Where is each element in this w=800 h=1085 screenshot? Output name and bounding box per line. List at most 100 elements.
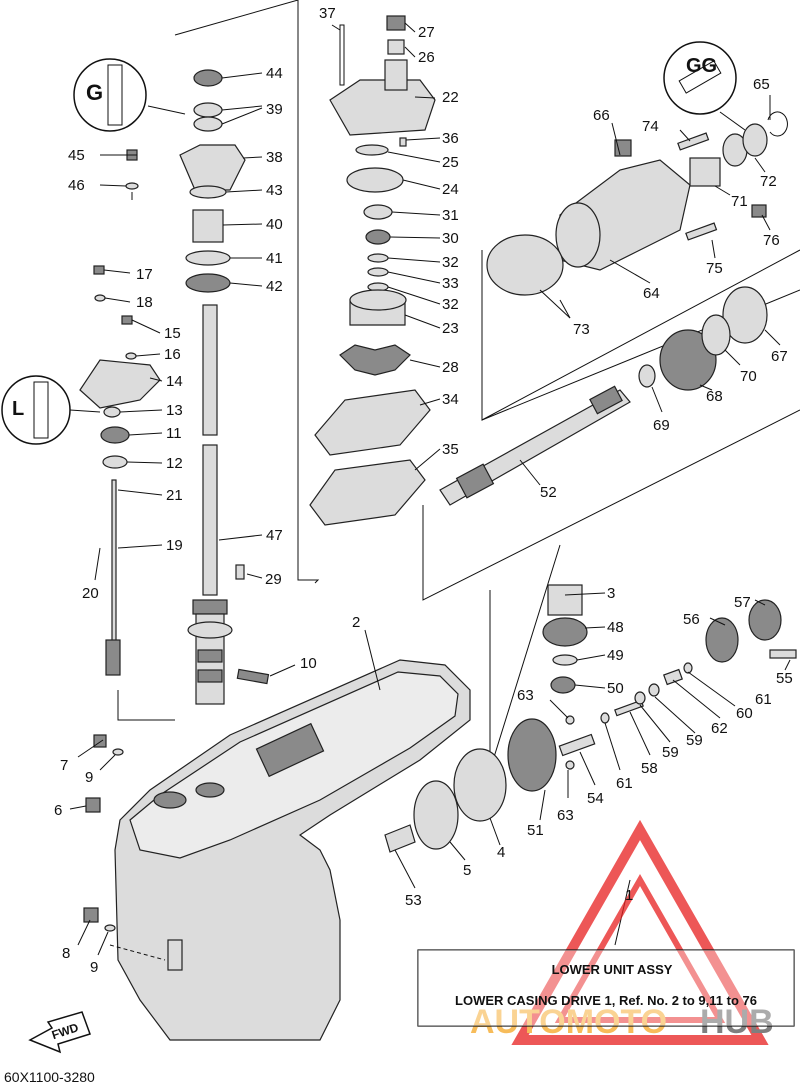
callout-29: 29 (265, 571, 282, 588)
callout-25: 25 (442, 154, 459, 171)
callout-61a: 61 (616, 775, 633, 792)
callout-63b: 63 (557, 807, 574, 824)
callout-9b: 9 (90, 959, 98, 976)
callout-54: 54 (587, 790, 604, 807)
svg-text:G: G (86, 80, 103, 105)
callout-30: 30 (442, 230, 459, 247)
callout-40: 40 (266, 216, 283, 233)
callout-58: 58 (641, 760, 658, 777)
callout-41: 41 (266, 250, 283, 267)
callout-48: 48 (607, 619, 624, 636)
callout-31: 31 (442, 207, 459, 224)
callout-numbers: 1 2 3 4 5 6 7 8 9 9 10 11 12 13 14 15 16… (54, 5, 793, 976)
callout-8: 8 (62, 945, 70, 962)
title-line-2: LOWER CASING DRIVE 1, Ref. No. 2 to 9,11… (455, 993, 757, 1008)
callout-56: 56 (683, 611, 700, 628)
water-pump-group (309, 15, 436, 526)
callout-16: 16 (164, 346, 181, 363)
callout-53: 53 (405, 892, 422, 909)
callout-69: 69 (653, 417, 670, 434)
callout-37: 37 (319, 5, 336, 22)
callout-34: 34 (442, 391, 459, 408)
callout-71: 71 (731, 193, 748, 210)
callout-21: 21 (166, 487, 183, 504)
callout-42: 42 (266, 278, 283, 295)
upper-seal-stack (179, 69, 246, 293)
callout-51: 51 (527, 822, 544, 839)
callout-9a: 9 (85, 769, 93, 786)
callout-23: 23 (442, 320, 459, 337)
callout-73: 73 (573, 321, 590, 338)
watermark-text-hub: HUB (700, 1003, 774, 1041)
callout-47: 47 (266, 527, 283, 544)
callout-70: 70 (740, 368, 757, 385)
watermark-text-auto: AUTOMOTO (470, 1003, 667, 1041)
callout-39: 39 (266, 101, 283, 118)
propeller-shaft-group (439, 111, 788, 506)
svg-text:GG: GG (686, 55, 717, 77)
callout-19: 19 (166, 537, 183, 554)
callout-24: 24 (442, 181, 459, 198)
callout-26: 26 (418, 49, 435, 66)
callout-10: 10 (300, 655, 317, 672)
callout-35: 35 (442, 441, 459, 458)
callout-46: 46 (68, 177, 85, 194)
callout-59b: 59 (686, 732, 703, 749)
callout-65: 65 (753, 76, 770, 93)
callout-49: 49 (607, 647, 624, 664)
callout-45: 45 (68, 147, 85, 164)
callout-12: 12 (166, 455, 183, 472)
callout-60: 60 (736, 705, 753, 722)
callout-18: 18 (136, 294, 153, 311)
callout-33: 33 (442, 275, 459, 292)
callout-32b: 32 (442, 296, 459, 313)
shift-rod-group (79, 265, 161, 676)
callout-55: 55 (776, 670, 793, 687)
callout-32a: 32 (442, 254, 459, 271)
callout-38: 38 (266, 149, 283, 166)
callout-27: 27 (418, 24, 435, 41)
callout-15: 15 (164, 325, 181, 342)
lower-casing (109, 659, 471, 1041)
callout-2: 2 (352, 614, 360, 631)
svg-text:L: L (12, 398, 24, 420)
callout-22: 22 (442, 89, 459, 106)
leader-lines (69, 22, 791, 956)
callout-62: 62 (711, 720, 728, 737)
callout-72: 72 (760, 173, 777, 190)
drive-shaft (187, 304, 233, 705)
forward-arrow: FWD (28, 1011, 91, 1054)
title-line-1: LOWER UNIT ASSY (552, 962, 673, 977)
callout-68: 68 (706, 388, 723, 405)
callout-13: 13 (166, 402, 183, 419)
callout-7: 7 (60, 757, 68, 774)
title-box: LOWER UNIT ASSY LOWER CASING DRIVE 1, Re… (417, 949, 795, 1027)
gear-clutch-group (384, 584, 797, 853)
callout-3: 3 (607, 585, 615, 602)
callout-50: 50 (607, 680, 624, 697)
callout-66: 66 (593, 107, 610, 124)
diagram-code: 60X1100-3280 (4, 1069, 95, 1085)
callout-4: 4 (497, 844, 505, 861)
callout-59a: 59 (662, 744, 679, 761)
callout-43: 43 (266, 182, 283, 199)
callout-17: 17 (136, 266, 153, 283)
callout-76: 76 (763, 232, 780, 249)
callout-52: 52 (540, 484, 557, 501)
callout-28: 28 (442, 359, 459, 376)
lubricant-indicator-circles: G L GG (1, 41, 746, 445)
callout-75: 75 (706, 260, 723, 277)
callout-74: 74 (642, 118, 659, 135)
callout-11: 11 (166, 425, 182, 442)
callout-20: 20 (82, 585, 99, 602)
callout-61b: 61 (755, 691, 772, 708)
callout-64: 64 (643, 285, 660, 302)
callout-63a: 63 (517, 687, 534, 704)
callout-5: 5 (463, 862, 471, 879)
callout-57: 57 (734, 594, 751, 611)
callout-1: 1 (625, 887, 633, 904)
callout-44: 44 (266, 65, 283, 82)
callout-36: 36 (442, 130, 459, 147)
callout-67: 67 (771, 348, 788, 365)
